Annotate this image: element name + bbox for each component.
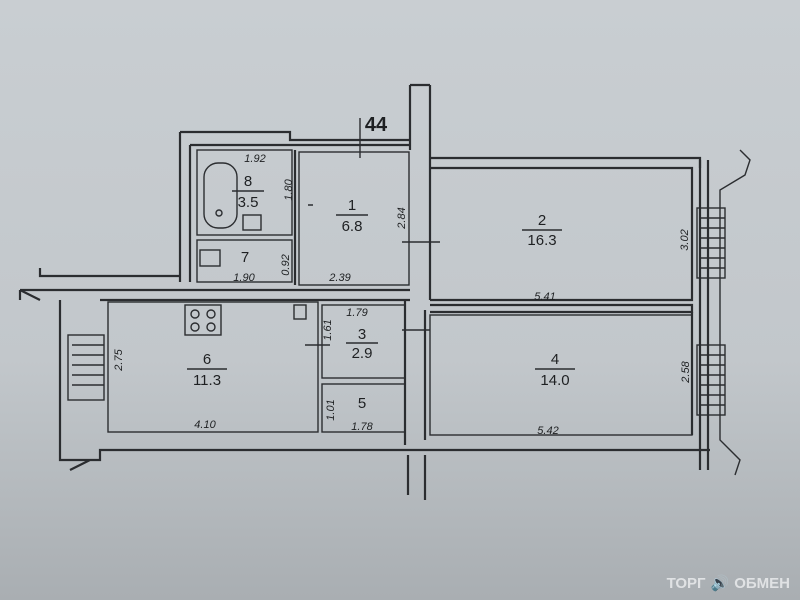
room-7: 7 — [241, 249, 249, 266]
room-4: 4 14.0 — [535, 351, 575, 389]
dim-r6-height: 2.75 — [113, 348, 125, 371]
dim-r6-width: 4.10 — [194, 419, 216, 431]
walls — [18, 83, 751, 500]
room-area: 2.9 — [352, 345, 373, 362]
room-number: 7 — [241, 249, 249, 266]
dim-r3-width: 1.79 — [346, 307, 367, 319]
room-number: 3 — [358, 326, 366, 343]
dim-r1-height: 2.84 — [396, 207, 408, 229]
dim-r4-width: 5.42 — [537, 425, 558, 437]
watermark-right: ОБМЕН — [734, 574, 790, 592]
dimension-labels: 1.92 1.80 1.90 0.92 2.39 2.84 5.41 3.02 … — [113, 153, 692, 437]
room-area: 6.8 — [342, 218, 363, 235]
room-number: 1 — [348, 197, 356, 214]
dim-r7-width: 1.90 — [233, 272, 255, 284]
room-number: 5 — [358, 395, 366, 412]
room-6: 6 11.3 — [187, 351, 227, 389]
dim-r2-width: 5.41 — [534, 291, 555, 303]
apartment-number: 44 — [365, 114, 388, 136]
room-1: 1 6.8 — [336, 197, 368, 235]
room-area: 14.0 — [540, 372, 569, 389]
dim-r3-height: 1.61 — [322, 319, 334, 340]
megaphone-icon: 🔊 — [710, 575, 730, 592]
watermark: ТОРГ 🔊 ОБМЕН — [666, 574, 790, 593]
room-area: 16.3 — [527, 232, 556, 249]
dim-r7-height: 0.92 — [280, 254, 292, 275]
dim-r2-height: 3.02 — [679, 229, 691, 250]
room-number: 8 — [244, 173, 252, 190]
room-area: 3.5 — [238, 194, 259, 211]
dim-r8-height: 1.80 — [283, 178, 295, 200]
dim-r5-width: 1.78 — [351, 421, 373, 433]
dim-r4-height: 2.58 — [680, 360, 692, 383]
room-area: 11.3 — [193, 372, 221, 389]
dim-r5-height: 1.01 — [325, 399, 337, 420]
room-5: 5 — [358, 395, 366, 412]
room-2: 2 16.3 — [522, 212, 562, 249]
room-number: 2 — [538, 212, 546, 229]
watermark-left: ТОРГ — [666, 574, 706, 592]
room-number: 6 — [203, 351, 211, 368]
dim-r1-width: 2.39 — [328, 272, 350, 284]
room-number: 4 — [551, 351, 559, 368]
room-3: 3 2.9 — [346, 326, 378, 362]
room-8: 8 3.5 — [232, 173, 264, 211]
dim-r8-width: 1.92 — [244, 153, 265, 165]
